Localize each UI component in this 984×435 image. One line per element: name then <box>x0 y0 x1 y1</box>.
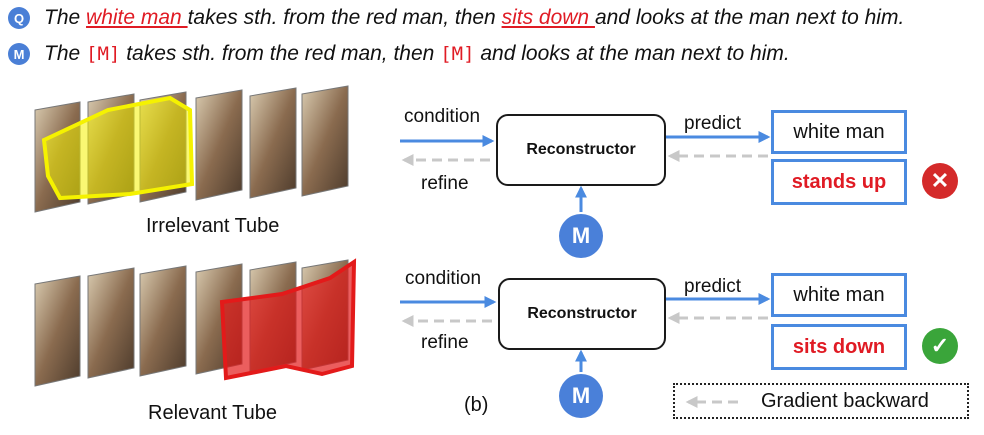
query-subject: white man <box>86 6 188 29</box>
top-predict-label: predict <box>684 113 742 134</box>
bottom-predict-label: predict <box>684 276 742 297</box>
query-action: sits down <box>501 6 595 29</box>
bottom-prediction-action: sits down <box>771 324 907 370</box>
masked-part-0: The <box>44 42 87 65</box>
masked-badge: M <box>8 43 30 65</box>
top-prediction-object: white man <box>771 110 907 154</box>
bottom-prediction-object: white man <box>771 273 907 317</box>
query-sentence: Q The white man takes sth. from the red … <box>8 4 904 32</box>
masked-sentence: M The [M] takes sth. from the red man, t… <box>8 40 790 68</box>
panel-label: (b) <box>464 394 489 416</box>
masked-part-4: and looks at the man next to him. <box>474 42 790 65</box>
legend: Gradient backward <box>673 383 969 419</box>
query-part-2: takes sth. from the red man, then <box>187 6 502 29</box>
irrelevant-tube-caption: Irrelevant Tube <box>146 215 280 237</box>
relevant-tube-highlight <box>219 258 357 381</box>
top-prediction-action: stands up <box>771 159 907 205</box>
relevant-tube-frames <box>34 258 357 387</box>
x-icon: ✕ <box>922 163 958 199</box>
bottom-reconstructor: Reconstructor <box>498 278 666 350</box>
video-tubes-illustration <box>34 85 357 387</box>
mask-token-2: [M] <box>440 43 475 65</box>
top-mask-badge: M <box>559 214 603 258</box>
masked-part-2: takes sth. from the red man, then <box>120 42 441 65</box>
top-reconstructor: Reconstructor <box>496 114 666 186</box>
bottom-condition-label: condition <box>405 268 482 289</box>
bottom-mask-badge: M <box>559 374 603 418</box>
mask-token-1: [M] <box>86 43 121 65</box>
query-part-4: and looks at the man next to him. <box>594 6 905 29</box>
legend-text: Gradient backward <box>761 389 929 412</box>
query-badge: Q <box>8 7 30 29</box>
top-refine-label: refine <box>421 173 469 194</box>
check-icon: ✓ <box>922 328 958 364</box>
irrelevant-tube-highlight <box>41 95 195 201</box>
bottom-refine-label: refine <box>421 332 469 353</box>
top-condition-label: condition <box>404 106 481 127</box>
relevant-tube-caption: Relevant Tube <box>148 402 277 424</box>
irrelevant-tube-frames <box>34 85 349 213</box>
query-part-0: The <box>44 6 87 29</box>
